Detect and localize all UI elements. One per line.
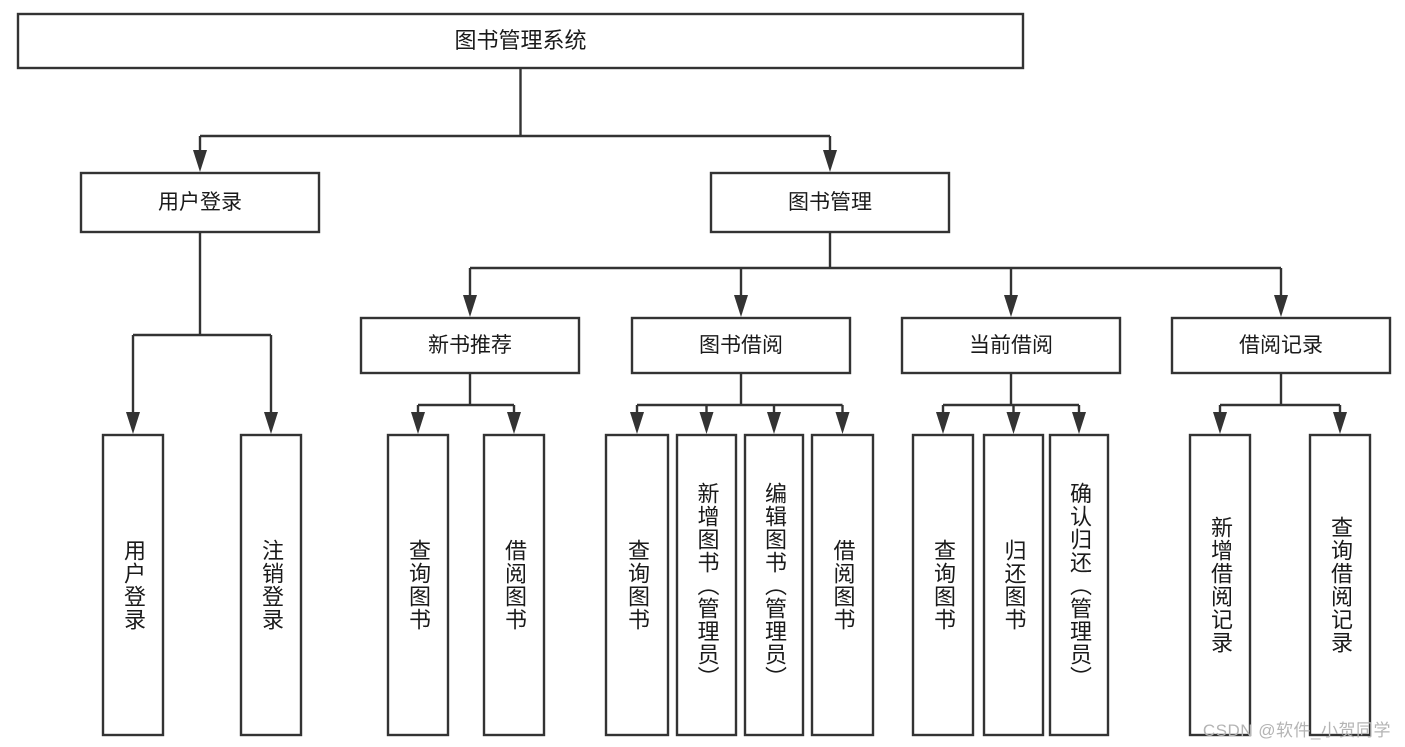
connector-group-current-borrow: [936, 373, 1086, 434]
node-box-leaf-query-book-2[interactable]: [604, 433, 670, 737]
node-label-user-login: 用户登录: [158, 191, 242, 214]
node-box-current-borrow[interactable]: [900, 316, 1122, 375]
node-box-leaf-query-record[interactable]: [1308, 433, 1372, 737]
connector-group-user-login: [126, 232, 278, 434]
connector-group-root: [193, 68, 837, 172]
node-box-leaf-user-logout[interactable]: [239, 433, 303, 737]
watermark-text: CSDN @软件_小贺同学: [1202, 721, 1391, 740]
connector-group-borrow-record: [1213, 373, 1347, 434]
node-box-root[interactable]: [16, 12, 1025, 70]
connector-group-book-borrow: [630, 373, 850, 434]
node-label-root: 图书管理系统: [454, 28, 586, 53]
node-box-leaf-add-record[interactable]: [1188, 433, 1252, 737]
node-label-book-borrow: 图书借阅: [699, 334, 783, 357]
node-label-new-book-recommend: 新书推荐: [428, 334, 512, 357]
connector-group-new-book-recommend: [411, 373, 521, 434]
node-box-leaf-return-book[interactable]: [982, 433, 1045, 737]
node-box-leaf-query-book-3[interactable]: [911, 433, 975, 737]
node-label-book-manage: 图书管理: [788, 191, 872, 214]
node-box-book-manage[interactable]: [709, 171, 951, 234]
boxes-layer: [16, 12, 1392, 737]
node-box-leaf-confirm-return[interactable]: [1048, 433, 1110, 737]
node-box-leaf-query-book-1[interactable]: [386, 433, 450, 737]
node-box-book-borrow[interactable]: [630, 316, 852, 375]
node-box-leaf-borrow-book-2[interactable]: [810, 433, 875, 737]
node-label-current-borrow: 当前借阅: [969, 334, 1053, 357]
node-box-leaf-add-book[interactable]: [675, 433, 738, 737]
node-box-user-login[interactable]: [79, 171, 321, 234]
node-box-leaf-borrow-book-1[interactable]: [482, 433, 546, 737]
node-box-new-book-recommend[interactable]: [359, 316, 581, 375]
node-label-borrow-record: 借阅记录: [1239, 334, 1323, 357]
node-box-leaf-edit-book[interactable]: [743, 433, 805, 737]
node-box-leaf-user-login[interactable]: [101, 433, 165, 737]
node-box-borrow-record[interactable]: [1170, 316, 1392, 375]
connectors-layer: [126, 68, 1347, 434]
connector-group-book-manage: [463, 232, 1288, 317]
